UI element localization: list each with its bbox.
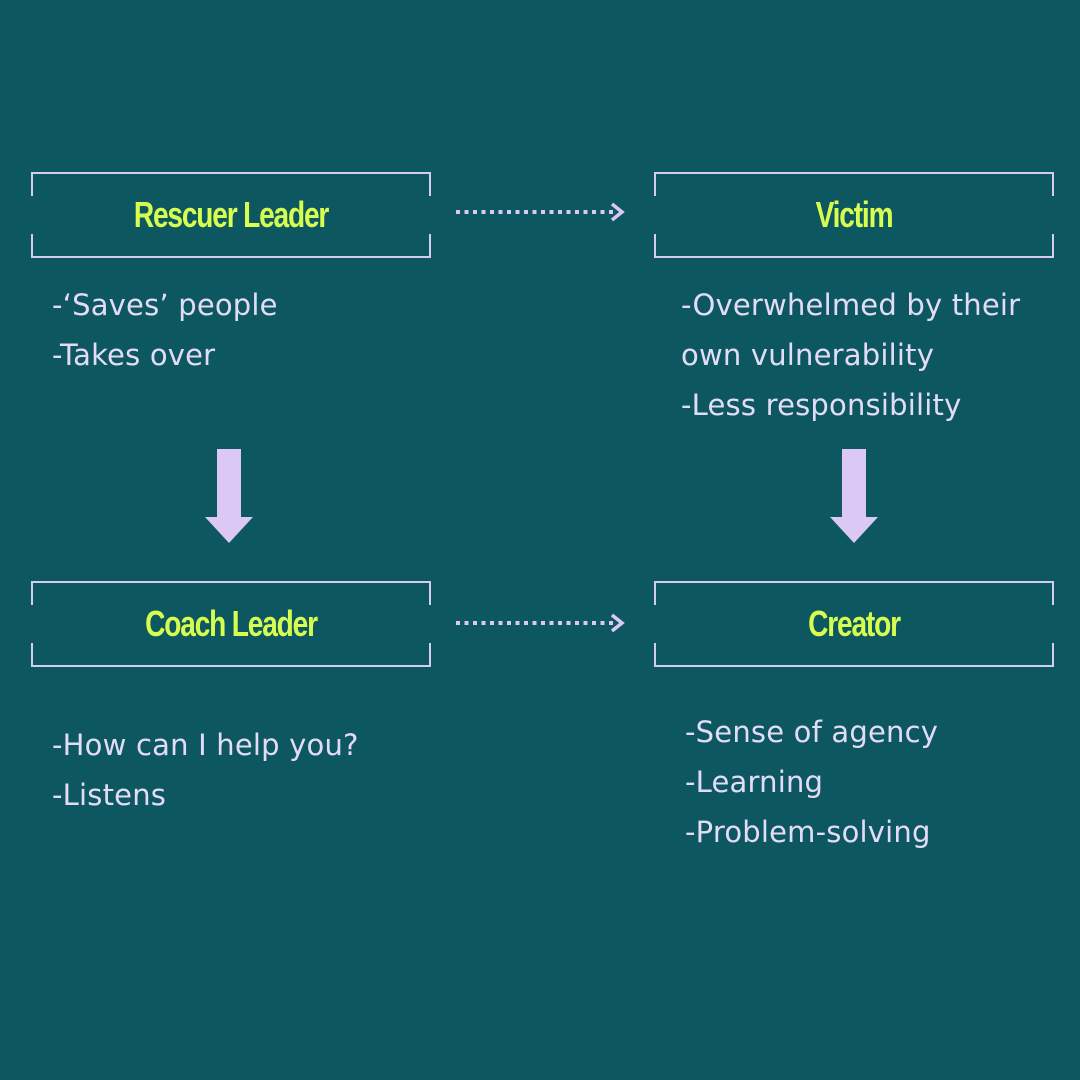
victim-title: Victim (815, 194, 894, 235)
box-frame-tick (654, 172, 656, 196)
box-frame-bottom (654, 665, 1054, 667)
box-frame-tick (31, 643, 33, 667)
box-frame-top (654, 581, 1054, 583)
down-arrow-rescuer-to-coach (205, 449, 253, 543)
rescuer-leader-traits: -‘Saves’ people -Takes over (52, 280, 278, 380)
box-frame-tick (429, 172, 431, 196)
box-frame-tick (429, 643, 431, 667)
creator-traits: -Sense of agency -Learning -Problem-solv… (685, 707, 938, 857)
trait-line: -Less responsibility (681, 388, 962, 422)
box-frame-tick (654, 643, 656, 667)
box-frame-tick (429, 581, 431, 605)
creator-box: Creator (654, 581, 1054, 667)
trait-line: -‘Saves’ people (52, 288, 278, 322)
trait-line: -Overwhelmed by their (681, 288, 1021, 322)
box-frame-top (31, 581, 431, 583)
box-frame-tick (1052, 581, 1054, 605)
coach-leader-title: Coach Leader (145, 603, 318, 644)
coach-leader-box: Coach Leader (31, 581, 431, 667)
victim-box: Victim (654, 172, 1054, 258)
box-frame-bottom (31, 256, 431, 258)
box-frame-tick (31, 234, 33, 258)
coach-leader-traits: -How can I help you? -Listens (52, 720, 359, 820)
dotted-arrow-coach-to-creator (456, 613, 625, 633)
rescuer-leader-box: Rescuer Leader (31, 172, 431, 258)
down-arrow-victim-to-creator (830, 449, 878, 543)
creator-title: Creator (808, 603, 901, 644)
box-frame-tick (1052, 172, 1054, 196)
box-frame-bottom (654, 256, 1054, 258)
box-frame-tick (429, 234, 431, 258)
trait-line: -Takes over (52, 338, 216, 372)
trait-line: -Sense of agency (685, 715, 939, 749)
trait-line: -Learning (685, 765, 824, 799)
box-frame-top (31, 172, 431, 174)
trait-line: own vulnerability (681, 338, 935, 372)
box-frame-tick (31, 172, 33, 196)
box-frame-tick (31, 581, 33, 605)
dotted-arrow-rescuer-to-victim (456, 202, 625, 222)
trait-line: -Listens (52, 778, 167, 812)
box-frame-tick (654, 234, 656, 258)
trait-line: -Problem-solving (685, 815, 931, 849)
rescuer-leader-title: Rescuer Leader (133, 194, 329, 235)
box-frame-tick (1052, 643, 1054, 667)
victim-traits: -Overwhelmed by their own vulnerability … (681, 280, 1020, 430)
trait-line: -How can I help you? (52, 728, 359, 762)
box-frame-tick (1052, 234, 1054, 258)
box-frame-bottom (31, 665, 431, 667)
box-frame-top (654, 172, 1054, 174)
box-frame-tick (654, 581, 656, 605)
